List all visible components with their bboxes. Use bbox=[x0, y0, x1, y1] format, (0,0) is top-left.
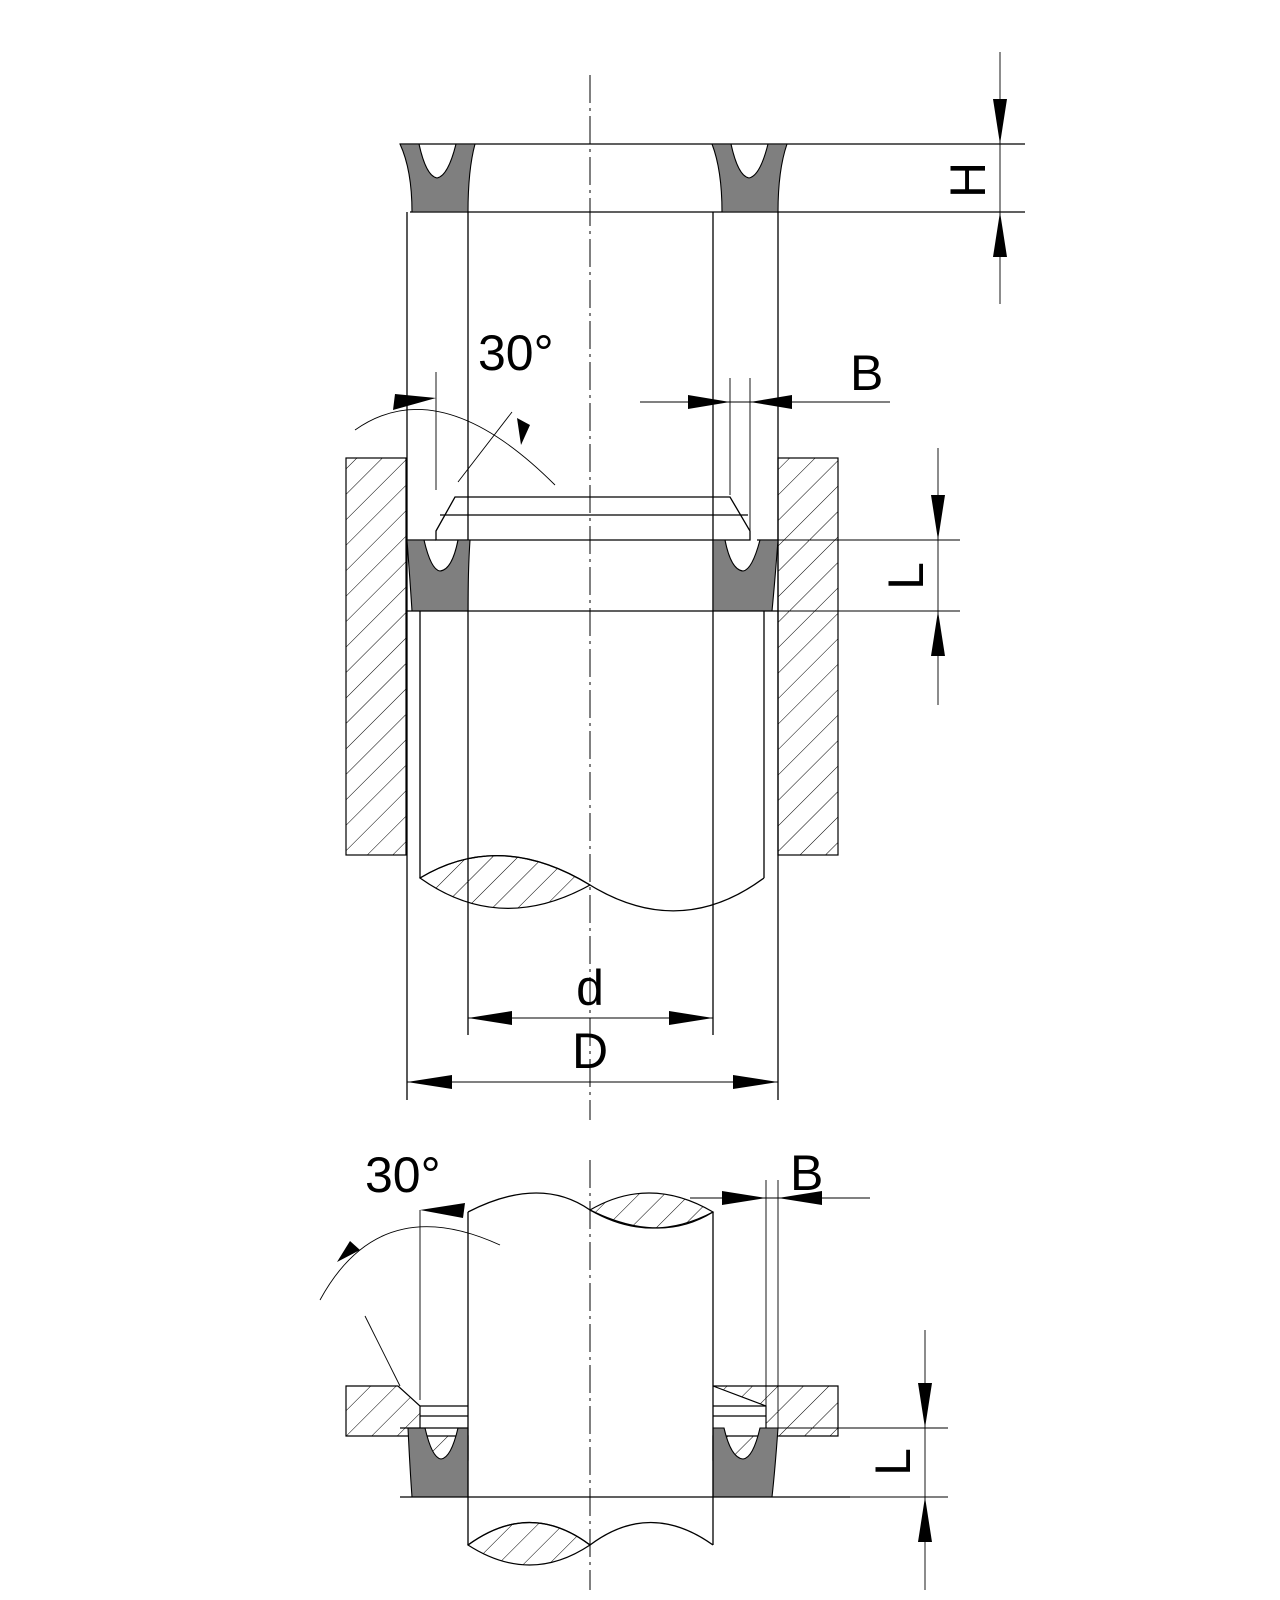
seal-section-left bbox=[399, 143, 476, 213]
dim-label-L-bottom: L bbox=[865, 1448, 921, 1476]
rod-section-cut bbox=[418, 855, 592, 909]
seal-installed-right bbox=[712, 539, 779, 612]
dim-label-L-top: L bbox=[878, 562, 934, 590]
dim-label-angle-bottom: 30° bbox=[365, 1147, 441, 1203]
seal-rod-right bbox=[712, 1427, 779, 1498]
dim-label-d: d bbox=[576, 960, 604, 1016]
chamfer-ring bbox=[435, 496, 751, 541]
housing-bottom-left bbox=[345, 1385, 469, 1461]
seal-section-right bbox=[711, 143, 788, 213]
dim-label-B-bottom: B bbox=[790, 1145, 823, 1201]
dim-label-H: H bbox=[940, 162, 996, 198]
bore-installation-view: 30° B L d D bbox=[345, 325, 960, 1089]
seal-rod-left bbox=[407, 1427, 469, 1498]
dim-label-B-top: B bbox=[850, 345, 883, 401]
rod-installation-view: 30° B L bbox=[319, 1145, 948, 1590]
housing-left bbox=[345, 457, 407, 856]
seal-installed-left bbox=[406, 539, 471, 612]
dim-label-angle-top: 30° bbox=[478, 325, 554, 381]
dim-label-D: D bbox=[572, 1023, 608, 1079]
housing-right bbox=[777, 457, 839, 856]
free-seal-view: H bbox=[399, 52, 1025, 1120]
